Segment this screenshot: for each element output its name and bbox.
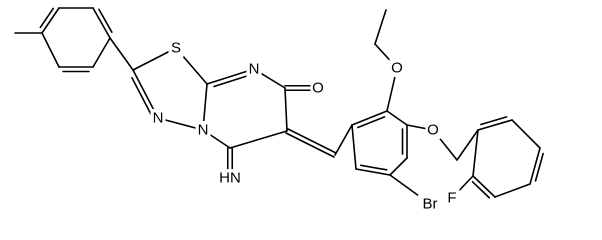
bond-CH2-b1 [456,129,479,161]
double-bond-b3-b4-inner [534,152,544,182]
thiadiazole-nitrogen-label: N [153,110,164,127]
double-bond-t3-t4 [92,7,111,39]
molecule-diagram: S N N N O HN O O Br F [14,7,544,213]
double-bond-t3-t4-inner [98,8,113,33]
double-bond-b3-b4 [529,147,541,185]
sulfur-label-background [168,39,184,57]
double-bond-a1-a2 [351,110,388,126]
double-bond-b5-b6 [472,175,496,198]
ethoxy-oxygen-label: O [391,60,403,77]
bond-layer [14,7,544,205]
carbonyl-oxygen-label-background [310,79,326,97]
bond-a2-a3 [386,110,408,126]
double-bond-a5-a6-inner [360,164,388,171]
double-bond-t1-t2-inner [39,7,55,29]
bond-t4-t5 [92,37,111,68]
bond-C6-C5 [229,130,288,149]
imine-label: HN [219,170,241,187]
bond-b6-b1 [472,129,479,177]
double-bond-C6-CH-inner [287,128,337,154]
fluorine-label-background [444,189,460,207]
double-bond-a5-a6 [355,168,391,176]
bond-t6-t1 [41,32,60,68]
atom-label-layer: S N N N O HN O O Br F [150,39,460,213]
double-bond-C7a-N8-inner [213,74,251,88]
bond-b4-b5 [494,183,531,198]
sulfur-label: S [171,40,181,57]
bond-C7-C6 [284,87,288,132]
imine-label-background [218,169,242,187]
double-bond-N3-C2-inner [131,77,152,116]
carbonyl-oxygen-label: O [312,80,324,97]
bridgehead-nitrogen-label-background [195,121,211,139]
bond-b2-b3 [511,119,541,149]
bond-CH-a1 [334,124,353,156]
ring-nitrogen-label: N [249,61,260,78]
bromine-label-background [418,195,442,213]
bond-a4-a5 [389,157,408,176]
double-bond-a1-a2-inner [357,116,386,129]
bond-e1-e2 [374,9,387,45]
double-bond-b1-b2-inner [480,116,508,126]
bond-a6-a1 [351,124,357,170]
benzyloxy-oxygen-label: O [427,122,439,139]
fluorine-label: F [447,190,456,207]
bridgehead-nitrogen-label: N [198,122,209,139]
double-bond-C6-CH [285,132,335,158]
double-bond-b5-b6-inner [471,180,491,199]
double-bond-b1-b2 [477,119,513,131]
ethoxy-oxygen-label-background [389,59,405,77]
ring-nitrogen-label-background [246,60,262,78]
thiadiazole-nitrogen-label-background [150,109,166,127]
double-bond-C7a-N8 [206,68,255,85]
bond-t4-C2 [109,37,134,71]
double-bond-t1-t2 [41,7,60,34]
bromine-label: Br [423,196,438,213]
benzyloxy-oxygen-label-background [425,121,441,139]
